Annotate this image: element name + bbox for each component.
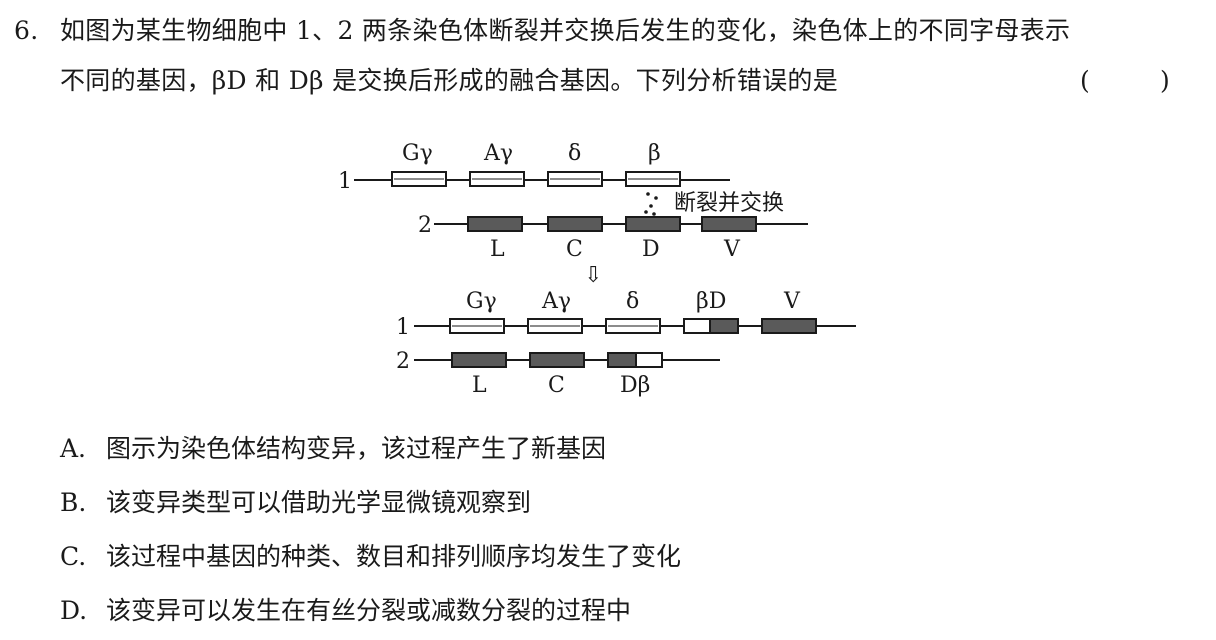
before-chr2-label-D: D — [642, 237, 660, 262]
after-chr2-label-C: C — [548, 373, 565, 398]
before-chromosome-2-label: 2 — [418, 213, 432, 238]
before-chr1-gene-beta — [625, 171, 681, 187]
after-chr2-gene-L — [451, 352, 507, 368]
option-d-text: 该变异可以发生在有丝分裂或减数分裂的过程中 — [106, 596, 632, 625]
down-arrow-icon: ⇩ — [584, 263, 602, 288]
option-c-letter: C. — [60, 542, 87, 571]
option-b-letter: B. — [60, 488, 87, 517]
option-a-text: 图示为染色体结构变异，该过程产生了新基因 — [106, 434, 607, 463]
after-chr1-label-Gy: Gγ — [466, 289, 497, 314]
answer-paren-left: ( — [1080, 66, 1090, 95]
break-marks — [644, 192, 658, 216]
before-chr1-label-beta: β — [648, 141, 661, 166]
after-chromosome-2-label: 2 — [396, 349, 410, 374]
option-a-letter: A. — [60, 434, 87, 463]
option-b-text: 该变异类型可以借助光学显微镜观察到 — [106, 488, 532, 517]
after-chr2-label-Dbeta: Dβ — [620, 373, 650, 398]
option-d-letter: D. — [60, 596, 88, 625]
after-chr1-label-delta: δ — [626, 289, 639, 314]
before-chr1-gene-delta — [547, 171, 603, 187]
after-chr1-gene-Gy — [449, 318, 505, 334]
after-chr2-gene-C — [529, 352, 585, 368]
break-and-exchange-label: 断裂并交换 — [674, 191, 784, 216]
after-chromosome-1-label: 1 — [396, 315, 410, 340]
before-chr1-gene-Gy — [391, 171, 447, 187]
after-chr2-gene-Dbeta — [607, 352, 663, 368]
option-a[interactable]: A. 图示为染色体结构变异，该过程产生了新基因 — [60, 432, 606, 466]
before-chr1-gene-Ay — [469, 171, 525, 187]
option-c[interactable]: C. 该过程中基因的种类、数目和排列顺序均发生了变化 — [60, 540, 681, 574]
option-c-text: 该过程中基因的种类、数目和排列顺序均发生了变化 — [106, 542, 682, 571]
after-chr1-gene-betaD — [683, 318, 739, 334]
before-chr1-label-delta: δ — [568, 141, 581, 166]
after-chr1-gene-V — [761, 318, 817, 334]
after-chr1-label-betaD: βD — [696, 289, 726, 314]
before-chr2-gene-L — [467, 216, 523, 232]
option-b[interactable]: B. 该变异类型可以借助光学显微镜观察到 — [60, 486, 531, 520]
option-d[interactable]: D. 该变异可以发生在有丝分裂或减数分裂的过程中 — [60, 594, 631, 628]
after-chr1-gene-delta — [605, 318, 661, 334]
before-chr1-label-Ay: Aγ — [483, 141, 513, 166]
after-chr1-label-V: V — [783, 289, 801, 314]
question-stem-line-2: 不同的基因，βD 和 Dβ 是交换后形成的融合基因。下列分析错误的是 — [60, 66, 839, 95]
before-chr2-gene-C — [547, 216, 603, 232]
question-number: 6. — [14, 16, 39, 45]
before-chr2-gene-D — [625, 216, 681, 232]
before-chr2-label-L: L — [490, 237, 505, 262]
before-chromosome-1-label: 1 — [338, 169, 352, 194]
before-chr2-label-C: C — [566, 237, 583, 262]
after-chr2-label-L: L — [472, 373, 487, 398]
chromosome-exchange-diagram: 1 Gγ Aγ δ β 断裂并交换 2 L C D V ⇩ 1 — [338, 141, 856, 398]
after-chr1-label-Ay: Aγ — [541, 289, 571, 314]
before-chr1-label-Gy: Gγ — [402, 141, 433, 166]
before-chr2-label-V: V — [723, 237, 741, 262]
answer-paren-right: ) — [1160, 66, 1170, 95]
question-stem-line-1: 如图为某生物细胞中 1、2 两条染色体断裂并交换后发生的变化，染色体上的不同字母… — [60, 16, 1071, 45]
after-chr1-gene-Ay — [527, 318, 583, 334]
before-chr2-gene-V — [701, 216, 757, 232]
